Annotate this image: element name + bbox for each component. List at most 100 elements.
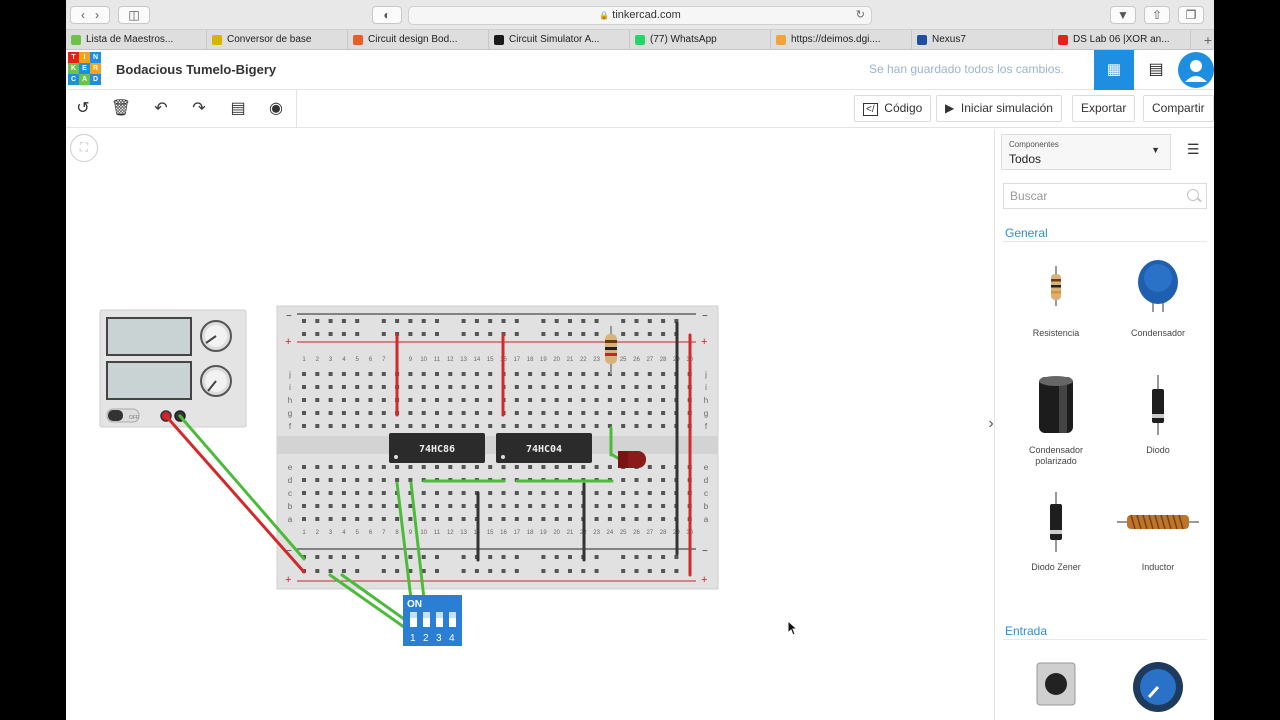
- undo-button[interactable]: ↶: [150, 98, 172, 120]
- breadboard-hole[interactable]: [661, 465, 666, 469]
- breadboard-hole[interactable]: [368, 478, 373, 482]
- breadboard-hole[interactable]: [381, 372, 386, 376]
- breadboard-hole[interactable]: [368, 504, 373, 508]
- breadboard-hole[interactable]: [514, 465, 519, 469]
- breadboard-hole[interactable]: [634, 372, 639, 376]
- breadboard-hole[interactable]: [408, 569, 413, 573]
- breadboard-hole[interactable]: [461, 491, 466, 495]
- start-simulation-button[interactable]: ▶ Iniciar simulación: [936, 95, 1062, 122]
- breadboard-hole[interactable]: [488, 372, 493, 376]
- address-bar[interactable]: 🔒 tinkercad.com ↻: [408, 6, 872, 25]
- breadboard-hole[interactable]: [408, 555, 413, 559]
- breadboard-hole[interactable]: [661, 424, 666, 428]
- breadboard-hole[interactable]: [461, 569, 466, 573]
- component-diode[interactable]: Diodo: [1113, 369, 1203, 479]
- breadboard-hole[interactable]: [647, 491, 652, 495]
- breadboard-hole[interactable]: [488, 411, 493, 415]
- breadboard-hole[interactable]: [461, 465, 466, 469]
- breadboard-hole[interactable]: [488, 424, 493, 428]
- breadboard-hole[interactable]: [435, 569, 439, 573]
- breadboard-hole[interactable]: [474, 424, 479, 428]
- breadboard-hole[interactable]: [341, 517, 346, 521]
- breadboard-hole[interactable]: [634, 424, 639, 428]
- breadboard-hole[interactable]: [381, 398, 386, 402]
- breadboard-hole[interactable]: [395, 517, 400, 521]
- breadboard-hole[interactable]: [435, 517, 439, 521]
- breadboard-hole[interactable]: [634, 478, 639, 482]
- breadboard-hole[interactable]: [315, 569, 320, 573]
- breadboard-hole[interactable]: [661, 372, 666, 376]
- breadboard-hole[interactable]: [448, 465, 453, 469]
- breadboard-hole[interactable]: [474, 465, 479, 469]
- breadboard-hole[interactable]: [607, 491, 612, 495]
- breadboard-hole[interactable]: [621, 569, 626, 573]
- breadboard-hole[interactable]: [381, 517, 386, 521]
- breadboard-hole[interactable]: [514, 491, 519, 495]
- breadboard-hole[interactable]: [528, 398, 533, 402]
- breadboard-hole[interactable]: [647, 504, 652, 508]
- breadboard-hole[interactable]: [594, 465, 599, 469]
- breadboard-hole[interactable]: [581, 372, 586, 376]
- breadboard-hole[interactable]: [421, 398, 426, 402]
- breadboard-hole[interactable]: [395, 319, 400, 323]
- breadboard-hole[interactable]: [368, 465, 373, 469]
- breadboard-hole[interactable]: [554, 411, 559, 415]
- breadboard-hole[interactable]: [594, 504, 599, 508]
- breadboard-hole[interactable]: [514, 424, 519, 428]
- breadboard-hole[interactable]: [315, 555, 320, 559]
- breadboard-hole[interactable]: [621, 411, 626, 415]
- breadboard-hole[interactable]: [634, 517, 639, 521]
- breadboard-hole[interactable]: [341, 319, 346, 323]
- breadboard-hole[interactable]: [581, 424, 586, 428]
- component-potentiometer[interactable]: [1113, 649, 1203, 720]
- breadboard-hole[interactable]: [554, 424, 559, 428]
- breadboard-hole[interactable]: [607, 517, 612, 521]
- workplane[interactable]: ⛶ OFF: [66, 129, 994, 720]
- breadboard-hole[interactable]: [554, 555, 559, 559]
- breadboard-hole[interactable]: [568, 555, 572, 559]
- breadboard-hole[interactable]: [355, 517, 360, 521]
- breadboard-hole[interactable]: [541, 517, 546, 521]
- breadboard-hole[interactable]: [315, 491, 320, 495]
- breadboard-hole[interactable]: [541, 411, 546, 415]
- bookmark-item[interactable]: https://deimos.dgi....: [771, 30, 912, 50]
- breadboard-hole[interactable]: [461, 411, 466, 415]
- breadboard-hole[interactable]: [607, 465, 612, 469]
- breadboard-hole[interactable]: [594, 569, 599, 573]
- breadboard-hole[interactable]: [328, 372, 333, 376]
- breadboard-hole[interactable]: [474, 385, 479, 389]
- redo-button[interactable]: ↷: [188, 98, 210, 120]
- breadboard-hole[interactable]: [341, 465, 346, 469]
- breadboard-hole[interactable]: [514, 569, 519, 573]
- breadboard-hole[interactable]: [355, 491, 360, 495]
- green-wire[interactable]: [340, 573, 406, 621]
- breadboard-hole[interactable]: [594, 491, 599, 495]
- breadboard-hole[interactable]: [674, 319, 679, 323]
- breadboard-hole[interactable]: [488, 555, 493, 559]
- bookmark-item[interactable]: Circuit design Bod...: [348, 30, 489, 50]
- breadboard-hole[interactable]: [328, 517, 333, 521]
- list-view-icon[interactable]: ☰: [1187, 141, 1200, 157]
- breadboard-hole[interactable]: [448, 517, 453, 521]
- breadboard-hole[interactable]: [408, 372, 413, 376]
- breadboard-hole[interactable]: [528, 385, 533, 389]
- breadboard-hole[interactable]: [647, 385, 652, 389]
- tinkercad-logo[interactable]: T I N K E R C A D: [68, 52, 101, 85]
- breadboard-hole[interactable]: [328, 424, 333, 428]
- breadboard-hole[interactable]: [501, 424, 506, 428]
- breadboard-hole[interactable]: [528, 465, 533, 469]
- breadboard-hole[interactable]: [501, 517, 506, 521]
- circuit-view-button[interactable]: ▦: [1094, 50, 1134, 90]
- breadboard-hole[interactable]: [381, 424, 386, 428]
- breadboard-hole[interactable]: [435, 372, 439, 376]
- breadboard-hole[interactable]: [435, 319, 439, 323]
- breadboard-hole[interactable]: [661, 491, 666, 495]
- breadboard-hole[interactable]: [435, 504, 439, 508]
- breadboard-hole[interactable]: [554, 372, 559, 376]
- red-wire[interactable]: [164, 414, 306, 574]
- breadboard-hole[interactable]: [647, 319, 652, 323]
- project-title[interactable]: Bodacious Tumelo-Bigery: [116, 62, 277, 77]
- breadboard-hole[interactable]: [461, 555, 466, 559]
- breadboard-hole[interactable]: [661, 398, 666, 402]
- breadboard-hole[interactable]: [355, 555, 360, 559]
